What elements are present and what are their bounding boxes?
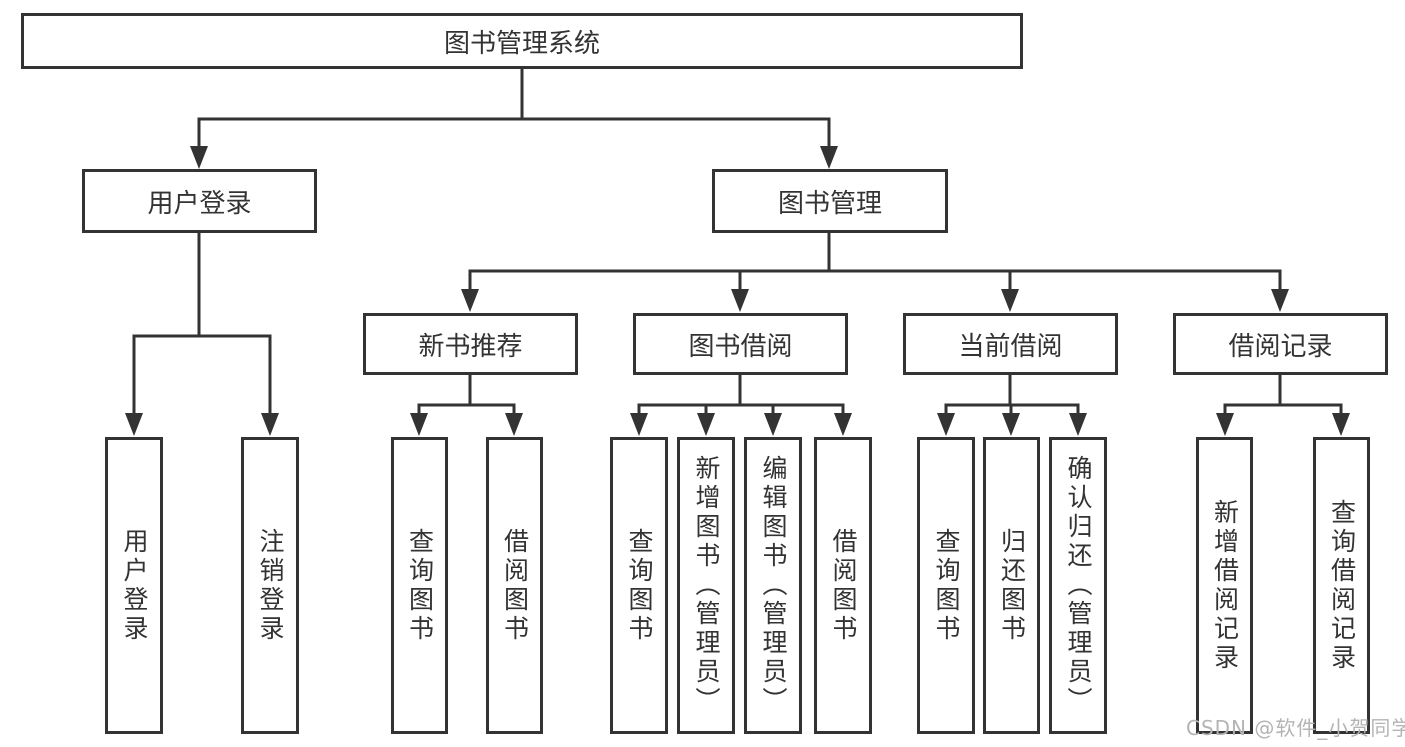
leaf-user-login: 用户登录 bbox=[105, 437, 163, 734]
node-current-borrowing: 当前借阅 bbox=[903, 313, 1118, 375]
leaf-cb-query-books: 查询图书 bbox=[917, 437, 975, 734]
connector-arrowheads bbox=[125, 146, 1350, 436]
watermark-text: CSDN @软件_小贺同学 bbox=[1186, 716, 1405, 740]
leaf-nbr-borrow-books: 借阅图书 bbox=[486, 437, 543, 734]
leaf-cb-return-books: 归还图书 bbox=[983, 437, 1040, 734]
leaf-br-add-record: 新增借阅记录 bbox=[1196, 437, 1253, 734]
leaf-bb-query-books: 查询图书 bbox=[610, 437, 668, 734]
node-book-management: 图书管理 bbox=[712, 169, 948, 233]
node-user-login: 用户登录 bbox=[82, 169, 317, 233]
leaf-logout: 注销登录 bbox=[241, 437, 299, 734]
node-new-book-recommendation: 新书推荐 bbox=[363, 313, 578, 375]
leaf-br-query-record: 查询借阅记录 bbox=[1313, 437, 1370, 734]
leaf-bb-borrow-books: 借阅图书 bbox=[814, 437, 872, 734]
node-book-borrowing: 图书借阅 bbox=[633, 313, 848, 375]
node-library-system: 图书管理系统 bbox=[21, 13, 1023, 69]
node-borrowing-records: 借阅记录 bbox=[1173, 313, 1388, 375]
leaf-bb-add-books-admin: 新增图书（管理员） bbox=[677, 437, 735, 734]
leaf-nbr-query-books: 查询图书 bbox=[391, 437, 448, 734]
connector-lines bbox=[132, 67, 1343, 414]
leaf-cb-confirm-return-admin: 确认归还（管理员） bbox=[1049, 437, 1107, 734]
leaf-bb-edit-books-admin: 编辑图书（管理员） bbox=[744, 437, 802, 734]
